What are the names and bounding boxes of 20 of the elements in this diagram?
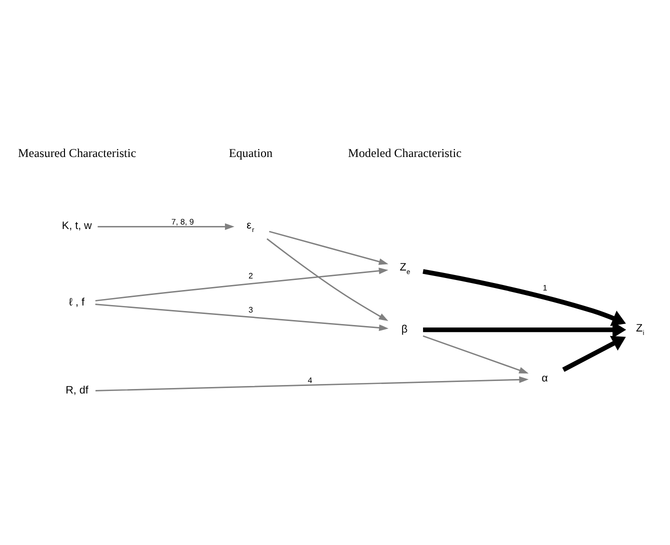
node-text: ε$_{r}$ [246, 220, 254, 234]
arrow [95, 376, 529, 392]
arrow [266, 238, 388, 322]
node-text: R, df [66, 384, 88, 397]
arrow [98, 223, 234, 230]
arrow [422, 335, 529, 374]
arrow [422, 269, 626, 326]
arrow [562, 336, 626, 372]
arrow [95, 268, 388, 302]
node-text: Z$_{i}$ [636, 322, 644, 338]
node-text: β [401, 323, 408, 336]
label: Equation [228, 146, 273, 160]
node-text: K, t, w [62, 220, 92, 232]
arrow [269, 230, 388, 265]
label: Modeled Characteristic [348, 146, 462, 160]
label: Measured Characteristic [18, 146, 136, 160]
node-text: α [542, 372, 548, 385]
node-text: ℓ , f [69, 296, 84, 308]
arrow [95, 304, 389, 332]
node-text: Z$_{e}$ [400, 261, 410, 276]
